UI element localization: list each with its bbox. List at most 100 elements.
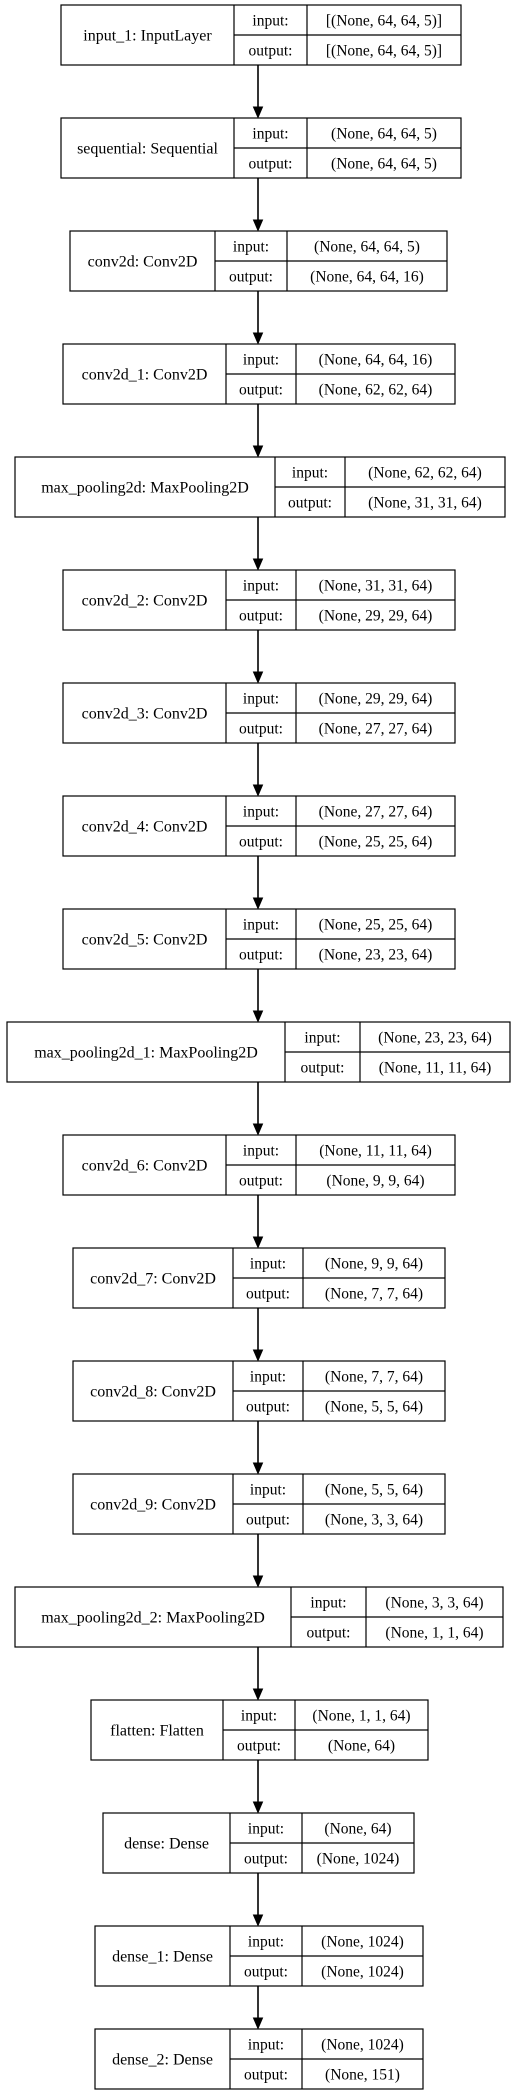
arrow-head: [252, 558, 264, 571]
arrow-head: [252, 671, 264, 684]
output-port-label: output:: [239, 721, 283, 738]
arrow-head: [252, 1462, 264, 1475]
input-port-label: input:: [243, 1143, 279, 1160]
output-shape: (None, 23, 23, 64): [319, 947, 433, 964]
output-port-label: output:: [246, 1399, 290, 1416]
input-port-label: input:: [250, 1482, 286, 1499]
output-shape: (None, 62, 62, 64): [319, 382, 433, 399]
flow-arrow: [252, 65, 264, 119]
output-port-label: output:: [307, 1625, 351, 1642]
layer-node: max_pooling2d_1: MaxPooling2Dinput:outpu…: [6, 1021, 511, 1083]
flow-arrow: [252, 1534, 264, 1588]
arrow-head: [252, 897, 264, 910]
input-shape: (None, 27, 27, 64): [319, 804, 433, 821]
arrow-head: [252, 1123, 264, 1136]
output-port-label: output:: [249, 156, 293, 173]
input-port-label: input:: [250, 1256, 286, 1273]
layer-label: conv2d: Conv2D: [88, 254, 198, 271]
layer-node: max_pooling2d_2: MaxPooling2Dinput:outpu…: [14, 1586, 504, 1648]
arrow-head: [252, 1914, 264, 1927]
flow-arrow: [252, 1308, 264, 1362]
layer-label: conv2d_2: Conv2D: [82, 593, 208, 610]
layer-label: conv2d_8: Conv2D: [90, 1384, 216, 1401]
input-port-label: input:: [304, 1030, 340, 1047]
flow-arrow: [252, 1082, 264, 1136]
input-port-label: input:: [243, 917, 279, 934]
output-port-label: output:: [246, 1512, 290, 1529]
output-port-label: output:: [244, 1964, 288, 1981]
output-shape: (None, 9, 9, 64): [326, 1173, 424, 1190]
layer-label: flatten: Flatten: [110, 1723, 204, 1740]
layer-label: max_pooling2d_2: MaxPooling2D: [41, 1610, 265, 1627]
flow-arrow: [252, 1647, 264, 1701]
arrow-head: [252, 332, 264, 345]
output-shape: (None, 25, 25, 64): [319, 834, 433, 851]
output-port-label: output:: [288, 495, 332, 512]
flow-arrow: [252, 1873, 264, 1927]
output-shape: (None, 5, 5, 64): [325, 1399, 423, 1416]
input-shape: (None, 1, 1, 64): [312, 1708, 410, 1725]
input-port-label: input:: [243, 804, 279, 821]
input-port-label: input:: [252, 126, 288, 143]
input-shape: (None, 62, 62, 64): [368, 465, 482, 482]
output-shape: (None, 31, 31, 64): [368, 495, 482, 512]
output-shape: (None, 1, 1, 64): [385, 1625, 483, 1642]
input-shape: (None, 64, 64, 5): [314, 239, 420, 256]
flow-arrow: [252, 517, 264, 571]
output-port-label: output:: [239, 608, 283, 625]
flow-arrow: [252, 630, 264, 684]
layer-node: input_1: InputLayerinput:output:[(None, …: [60, 4, 462, 66]
layer-label: conv2d_4: Conv2D: [82, 819, 208, 836]
flow-arrow: [252, 404, 264, 458]
arrow-head: [252, 1349, 264, 1362]
arrow-head: [252, 2017, 264, 2030]
input-shape: (None, 11, 11, 64): [319, 1143, 432, 1160]
input-port-label: input:: [248, 1821, 284, 1838]
input-shape: (None, 25, 25, 64): [319, 917, 433, 934]
input-shape: [(None, 64, 64, 5)]: [326, 13, 442, 30]
input-port-label: input:: [233, 239, 269, 256]
input-shape: (None, 64, 64, 16): [319, 352, 433, 369]
arrow-head: [252, 106, 264, 119]
layer-label: conv2d_3: Conv2D: [82, 706, 208, 723]
input-shape: (None, 9, 9, 64): [325, 1256, 423, 1273]
layer-label: sequential: Sequential: [77, 141, 218, 158]
layer-label: dense: Dense: [124, 1836, 209, 1853]
input-shape: (None, 1024): [321, 2037, 404, 2054]
layer-node: max_pooling2d: MaxPooling2D input: output:…: [14, 456, 506, 518]
layer-label: max_pooling2d: MaxPooling2D: [41, 480, 249, 497]
input-port-label: input:: [252, 13, 288, 30]
output-shape: (None, 1024): [321, 1964, 404, 1981]
flow-arrow: [252, 743, 264, 797]
layer-node: sequential: Sequentialinput:output:(None…: [60, 117, 462, 179]
layer-label: conv2d_1: Conv2D: [82, 367, 208, 384]
layer-label: max_pooling2d_1: MaxPooling2D: [34, 1045, 258, 1062]
output-port-label: output:: [237, 1738, 281, 1755]
arrow-head: [252, 1688, 264, 1701]
flow-arrow: [252, 291, 264, 345]
output-shape: (None, 151): [325, 2067, 400, 2084]
output-port-label: output:: [244, 2067, 288, 2084]
output-shape: (None, 29, 29, 64): [319, 608, 433, 625]
layer-label: dense_1: Dense: [112, 1949, 213, 1966]
layer-node: dense_1: Dense input: output: (None, 1024) (…: [94, 1925, 424, 1987]
input-port-label: input:: [292, 465, 328, 482]
arrow-head: [252, 784, 264, 797]
flow-arrow: [252, 1421, 264, 1475]
input-shape: (None, 1024): [321, 1934, 404, 1951]
output-port-label: output:: [246, 1286, 290, 1303]
edges: [252, 65, 264, 2030]
output-port-label: output:: [239, 1173, 283, 1190]
input-port-label: input:: [243, 578, 279, 595]
layer-label: conv2d_9: Conv2D: [90, 1497, 216, 1514]
input-port-label: input:: [248, 1934, 284, 1951]
input-port-label: input:: [248, 2037, 284, 2054]
arrow-head: [252, 219, 264, 232]
